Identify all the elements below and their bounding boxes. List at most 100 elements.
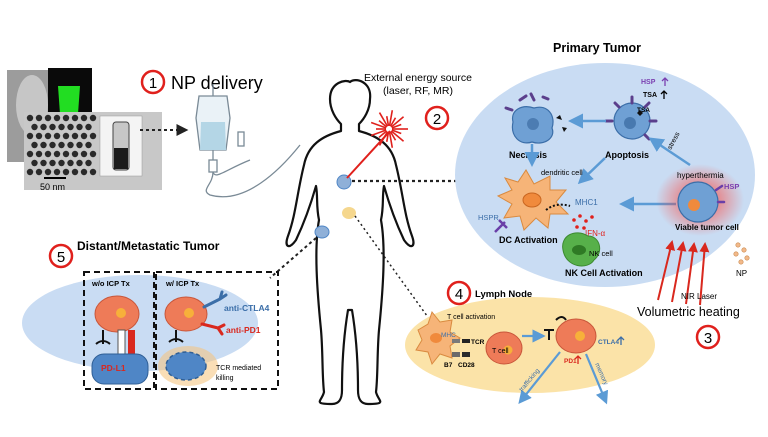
step2-label-line2: (laser, RF, MR) [383, 85, 453, 97]
step2-number: 2 [433, 111, 441, 128]
step4-label: Lymph Node [475, 289, 532, 300]
nanoparticle-dot [71, 168, 79, 176]
step2-label-line1: External energy source [364, 72, 472, 84]
step5-label: Distant/Metastatic Tumor [77, 239, 220, 253]
laser-ray [391, 123, 402, 129]
ifn-dot [582, 226, 586, 230]
reactivated-t-cell [164, 296, 208, 332]
ifn-dot [590, 215, 594, 219]
laser-ray [389, 131, 397, 141]
nk-cell [562, 232, 601, 267]
ifn-dot [584, 219, 588, 223]
nir-arrow-4 [699, 242, 710, 306]
nanoparticle-dot [53, 132, 61, 140]
step4-badge [446, 280, 472, 306]
nk-cell-label: NK cell [589, 249, 613, 258]
nanoparticle-dot [67, 141, 74, 149]
nanoparticle-dot [76, 123, 83, 131]
step2-badge [424, 105, 450, 131]
nanoparticle-dot [71, 114, 79, 122]
laser-ray [378, 112, 389, 127]
mhc-molecule [452, 339, 460, 343]
apoptosis-label: Apoptosis [605, 150, 649, 160]
nanoparticle-dot [53, 168, 61, 176]
cd28-label: CD28 [458, 362, 475, 369]
ifn-alpha-dots [572, 214, 594, 230]
nanoparticle-dot [62, 114, 70, 122]
activated-tcr-receptor [544, 329, 554, 340]
ferrofluid-liquid [114, 148, 128, 169]
laser-burst-icon [370, 110, 408, 148]
ctla4-label: CTLA4 [598, 339, 619, 346]
metastasis-marker [314, 225, 330, 239]
tsa-label: TSA [643, 92, 657, 99]
laser-ray [391, 129, 402, 135]
step1-number: 1 [149, 75, 157, 92]
nanoparticle-dot [44, 114, 52, 122]
nanoparticle-dot [85, 123, 92, 131]
killed-tumor-cell [165, 351, 207, 381]
dendritic-cell-label: dendritic cell [541, 168, 583, 177]
step1-label: NP delivery [171, 73, 263, 93]
apoptosis-to-dc-arrow [577, 157, 606, 185]
ifn-dot [578, 214, 582, 218]
activated-t-cell [555, 316, 597, 354]
nir-arrow-3 [685, 242, 698, 305]
nanoparticle-dot [58, 159, 65, 167]
nanoparticle-dot [31, 123, 38, 131]
nanoparticle-dot [40, 123, 47, 131]
nir-laser-label: NIR Laser [681, 292, 717, 301]
viable-tumor-cell [677, 181, 726, 223]
nanoparticle-dot [71, 150, 79, 158]
tcr-killing-label-line1: TCR mediated [216, 365, 261, 372]
nanoparticle-dot [89, 114, 97, 122]
laser-ray [378, 130, 388, 138]
nir-arrow-2 [671, 241, 687, 303]
nk-activation-label: NK Cell Activation [565, 268, 643, 278]
pd1-up-arrow [574, 355, 582, 364]
nanoparticle-dot [49, 159, 56, 167]
nanoparticle-dot [49, 123, 56, 131]
nanoparticle-dot [58, 123, 65, 131]
laser-ray [370, 121, 387, 129]
nanoparticle-dot [67, 159, 74, 167]
step1-badge [140, 69, 166, 95]
nanoparticle-dot [49, 141, 56, 149]
anti-ctla4-antibody [202, 290, 228, 309]
step3-badge [695, 324, 721, 350]
nanoparticle-dot [31, 141, 38, 149]
ifn-alpha-label: IFN-α [585, 229, 606, 238]
without-icp-label: w/o ICP Tx [91, 279, 131, 288]
viable-cell-label: Viable tumor cell [675, 223, 739, 232]
nir-arrow-1 [657, 240, 675, 301]
laser-ray [370, 129, 387, 137]
lymph-zoom-line [354, 215, 431, 321]
laser-beam [346, 130, 391, 179]
metastatic-tumor-cell-left [91, 353, 149, 385]
nanoparticle-dot [62, 168, 70, 176]
tsa-up-arrow [660, 90, 668, 99]
dendritic-cell [496, 169, 571, 231]
nanoparticle-dot [40, 159, 47, 167]
b7-label: B7 [444, 362, 453, 369]
naive-t-cell [485, 331, 523, 365]
nanoparticle-dot [89, 132, 97, 140]
nanoparticle-dot [76, 141, 83, 149]
stress-arrow [648, 137, 691, 167]
laser-ray [390, 116, 405, 128]
nanoparticle-dot [40, 141, 47, 149]
with-icp-label: w/ ICP Tx [165, 279, 200, 288]
cd28-molecule [462, 352, 470, 357]
apoptotic-cell [604, 95, 658, 141]
primary-tumor-marker [336, 174, 352, 190]
hsp-label: HSP [641, 79, 656, 86]
nanoparticle-dot [35, 150, 43, 158]
nanoparticle-dot [44, 168, 52, 176]
tcr-label: TCR [471, 339, 485, 346]
ifn-dot [575, 225, 579, 229]
dc-activation-label: DC Activation [499, 235, 558, 245]
hspr-label: HSPR [478, 213, 499, 222]
nanoparticle-dot [89, 168, 97, 176]
nanoparticle-dot [35, 168, 43, 176]
